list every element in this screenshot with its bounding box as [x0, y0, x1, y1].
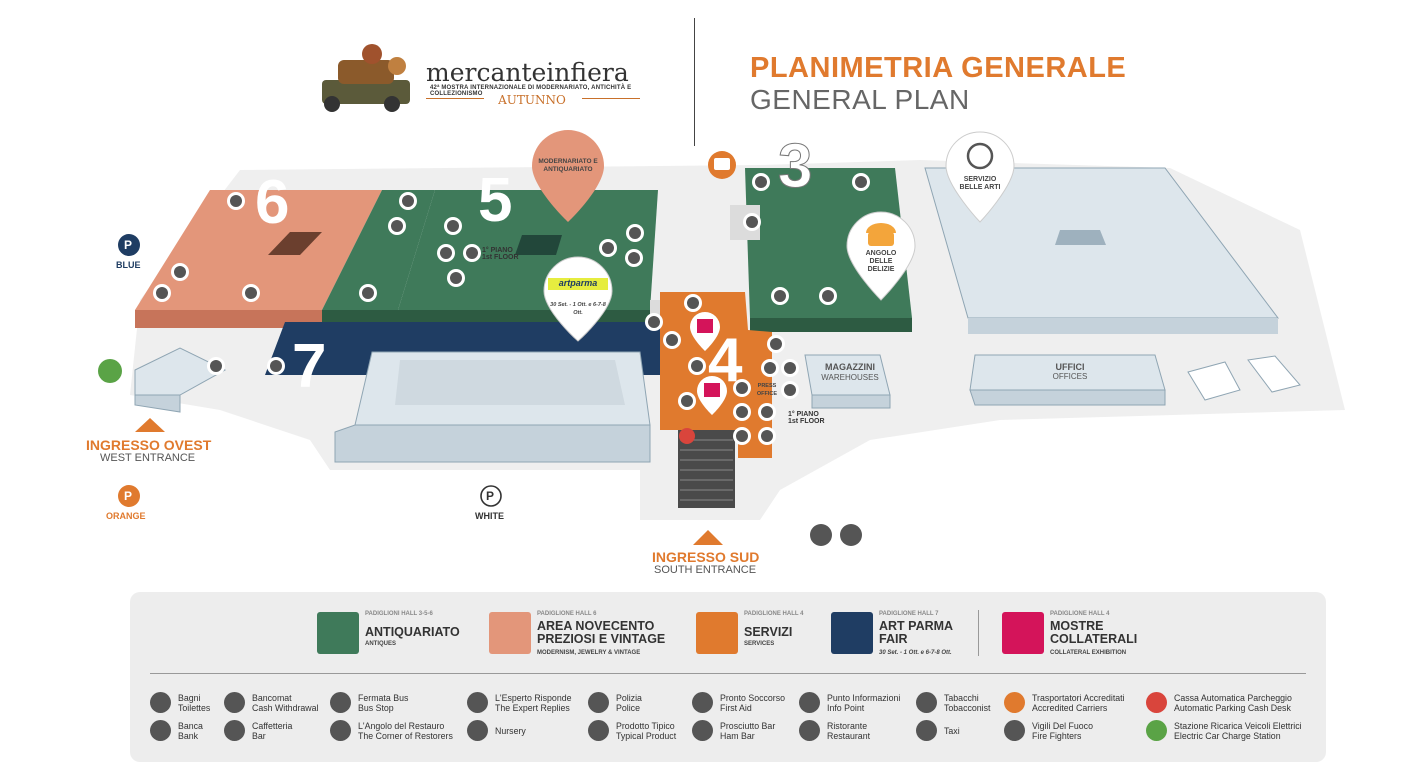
category-novecento[interactable]: PADIGLIONE HALL 6 AREA NOVECENTO PREZIOS…: [489, 606, 684, 656]
pin-modernariato-label: MODERNARIATO E ANTIQUARIATO: [538, 158, 598, 173]
pin-delizie-label: ANGOLO DELLE DELIZIE: [865, 250, 897, 273]
expert-icon: [467, 692, 488, 713]
typical-product-icon: [588, 720, 609, 741]
pin-artparma-dates: 30 Set. - 1 Ott. e 6-7-8 Ott.: [550, 302, 606, 316]
bank-icon: [150, 720, 171, 741]
artparma-icon: [831, 612, 873, 654]
fairground-map: [98, 44, 1345, 546]
parking-white-icon[interactable]: [480, 485, 502, 507]
west-entrance-arrow: [135, 418, 165, 432]
west-entrance-label-en: WEST ENTRANCE: [100, 452, 196, 464]
category-servizi[interactable]: PADIGLIONE HALL 4 SERVIZI SERVICES: [696, 606, 816, 654]
parking-blue-icon[interactable]: [118, 234, 140, 256]
hall-4-number: 4: [708, 326, 743, 395]
logo-rule-left: [426, 98, 484, 99]
bus-stop-icon[interactable]: [810, 524, 832, 546]
parking-blue-label: BLUE: [116, 260, 141, 270]
hall-3-number: 3: [777, 132, 813, 201]
legend-separator: [150, 673, 1306, 674]
parking-orange-icon[interactable]: [118, 485, 140, 507]
ev-charge-icon: [1146, 720, 1167, 741]
tobacconist-icon: [916, 692, 937, 713]
carriers-icon: [1004, 692, 1025, 713]
theatre-icon: [1002, 612, 1044, 654]
logo-name: mercanteinfiera: [426, 58, 629, 87]
logo-subtitle: 42ª MOSTRA INTERNAZIONALE DI MODERNARIAT…: [430, 85, 632, 97]
restoration-icon: [330, 720, 351, 741]
offices-label-it: UFFICI: [1055, 362, 1085, 372]
vase-icon: [317, 612, 359, 654]
parking-cash-icon: [1146, 692, 1167, 713]
offices-label-en: OFFICES: [1052, 372, 1088, 381]
atm-icon: [224, 692, 245, 713]
south-entrance-label-en: SOUTH ENTRANCE: [654, 564, 757, 576]
first-aid-icon: [692, 692, 713, 713]
pin-artparma-logo-text: artparma: [558, 278, 598, 288]
pin-belle-arti-label: SERVIZIO BELLE ARTI: [959, 176, 1001, 191]
info-icon: [799, 692, 820, 713]
police-icon: [588, 692, 609, 713]
parking-orange-symbol: P: [124, 489, 133, 503]
category-antiquariato[interactable]: PADIGLIONI HALL 3-5-6 ANTIQUARIATO ANTIQ…: [317, 606, 482, 654]
taxi-icon[interactable]: [840, 524, 862, 546]
parking-blue-symbol: P: [124, 238, 133, 252]
category-artparma[interactable]: PADIGLIONE HALL 7 ART PARMA FAIR 30 Set.…: [831, 606, 976, 656]
warehouses-label-en: WAREHOUSES: [821, 373, 879, 382]
logo-edition: AUTUNNO: [498, 93, 566, 107]
press-office-label: PRESS OFFICE: [756, 383, 778, 397]
page-title: PLANIMETRIA GENERALE: [750, 52, 1127, 84]
cupcake-icon: [868, 232, 894, 246]
diamond-icon: [489, 612, 531, 654]
taxi-icon: [916, 720, 937, 741]
warehouses-label-it: MAGAZZINI: [825, 362, 875, 372]
pin-modernariato[interactable]: [532, 130, 604, 222]
parking-orange-label: ORANGE: [106, 511, 146, 521]
hall-6-green[interactable]: [322, 190, 435, 310]
west-entrance-label: INGRESSO OVEST: [86, 437, 212, 453]
palette-icon: [966, 142, 994, 170]
hall-7-number: 7: [292, 332, 327, 401]
hall-6[interactable]: [135, 190, 382, 310]
logo-rule-right: [582, 98, 640, 99]
coffee-icon: [224, 720, 245, 741]
artparma-logo: [548, 278, 608, 290]
page-subtitle: GENERAL PLAN: [750, 84, 970, 115]
category-mostre[interactable]: PADIGLIONE HALL 4 MOSTRE COLLATERALI COL…: [1002, 606, 1152, 656]
services-icon: [696, 612, 738, 654]
parking-cash-icon[interactable]: [679, 428, 695, 444]
fire-fighters-icon: [1004, 720, 1025, 741]
logo-car-illustration: [322, 44, 410, 112]
category-divider: [978, 610, 979, 656]
ham-bar-icon: [692, 720, 713, 741]
parking-white-label: WHITE: [475, 511, 504, 521]
toilets-icon: [150, 692, 171, 713]
pin-belle-arti[interactable]: [945, 131, 1015, 223]
west-building: [134, 347, 227, 396]
parking-white-symbol: P: [486, 489, 495, 503]
south-entrance-arrow: [693, 530, 723, 545]
header-divider: [694, 18, 695, 146]
pin-delizie[interactable]: [846, 211, 916, 301]
nursery-icon: [467, 720, 488, 741]
south-entrance-label: INGRESSO SUD: [652, 549, 760, 565]
hall-6-number: 6: [255, 168, 290, 237]
bus-icon: [330, 692, 351, 713]
ev-charge-icon[interactable]: [98, 359, 122, 383]
legend-panel: PADIGLIONI HALL 3-5-6 ANTIQUARIATO ANTIQ…: [130, 592, 1326, 762]
hall-5-number: 5: [478, 166, 513, 235]
restaurant-icon: [799, 720, 820, 741]
